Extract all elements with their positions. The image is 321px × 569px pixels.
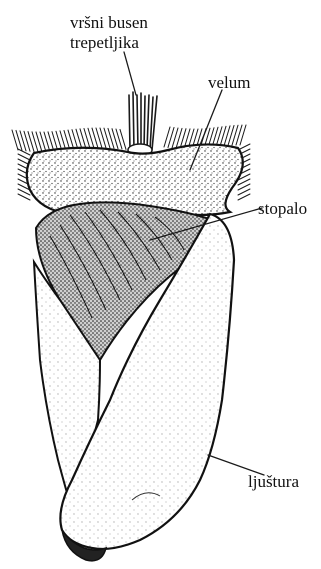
label-apical-tuft-line2: trepetljika <box>70 33 139 52</box>
apical-tuft <box>128 92 157 156</box>
label-apical-tuft-line1: vršni busen <box>70 13 148 32</box>
label-shell: ljuštura <box>248 472 299 491</box>
label-velum: velum <box>208 73 251 92</box>
label-foot: stopalo <box>258 199 307 218</box>
